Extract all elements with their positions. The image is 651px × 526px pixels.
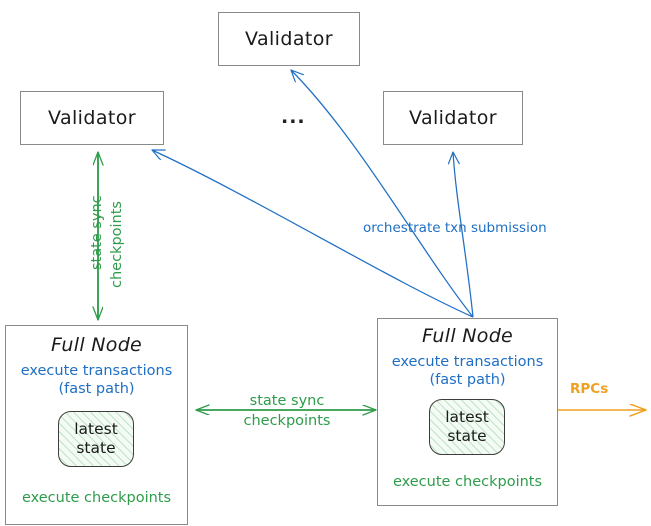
validator-right-label: Validator <box>409 107 497 129</box>
full-node-right-exec-tx-line1: execute transactions <box>391 354 544 370</box>
validator-right-box[interactable]: Validator <box>383 91 523 145</box>
full-node-left-state-line2: state <box>76 439 116 457</box>
full-node-left-exec-tx-line1: execute transactions <box>20 363 173 379</box>
rpcs-label: RPCs <box>570 381 609 397</box>
orchestrate-txn-submission-label: orchestrate txn submission <box>363 220 547 236</box>
validator-top-label: Validator <box>245 28 333 50</box>
full-node-right-exec-checkpoints: execute checkpoints <box>392 474 543 490</box>
validator-left-label: Validator <box>48 107 136 129</box>
full-node-right-latest-state-box[interactable]: latest state <box>429 399 505 455</box>
full-node-left-latest-state-box[interactable]: latest state <box>58 411 134 467</box>
full-node-right-state-line1: latest <box>445 408 489 426</box>
full-node-left-exec-tx-line2: (fast path) <box>58 381 135 397</box>
state-sync-vertical-label-line1: state sync <box>89 195 105 270</box>
state-sync-horizontal-label-line1: state sync <box>249 393 325 409</box>
validator-left-box[interactable]: Validator <box>20 91 164 145</box>
full-node-left-state-line1: latest <box>74 420 118 438</box>
full-node-right-title: Full Node <box>421 325 514 347</box>
state-sync-horizontal-label-line2: checkpoints <box>243 413 331 429</box>
full-node-left-box[interactable]: Full Node execute transactions (fast pat… <box>5 325 188 525</box>
validators-ellipsis: ... <box>281 106 306 128</box>
full-node-right-box[interactable]: Full Node execute transactions (fast pat… <box>377 318 558 506</box>
full-node-left-title: Full Node <box>50 334 143 356</box>
full-node-right-state-line2: state <box>447 427 487 445</box>
full-node-left-exec-checkpoints: execute checkpoints <box>21 490 172 506</box>
validator-top-box[interactable]: Validator <box>218 12 360 66</box>
full-node-right-exec-tx-line2: (fast path) <box>429 372 506 388</box>
state-sync-vertical-label-line2: checkpoints <box>109 201 125 288</box>
